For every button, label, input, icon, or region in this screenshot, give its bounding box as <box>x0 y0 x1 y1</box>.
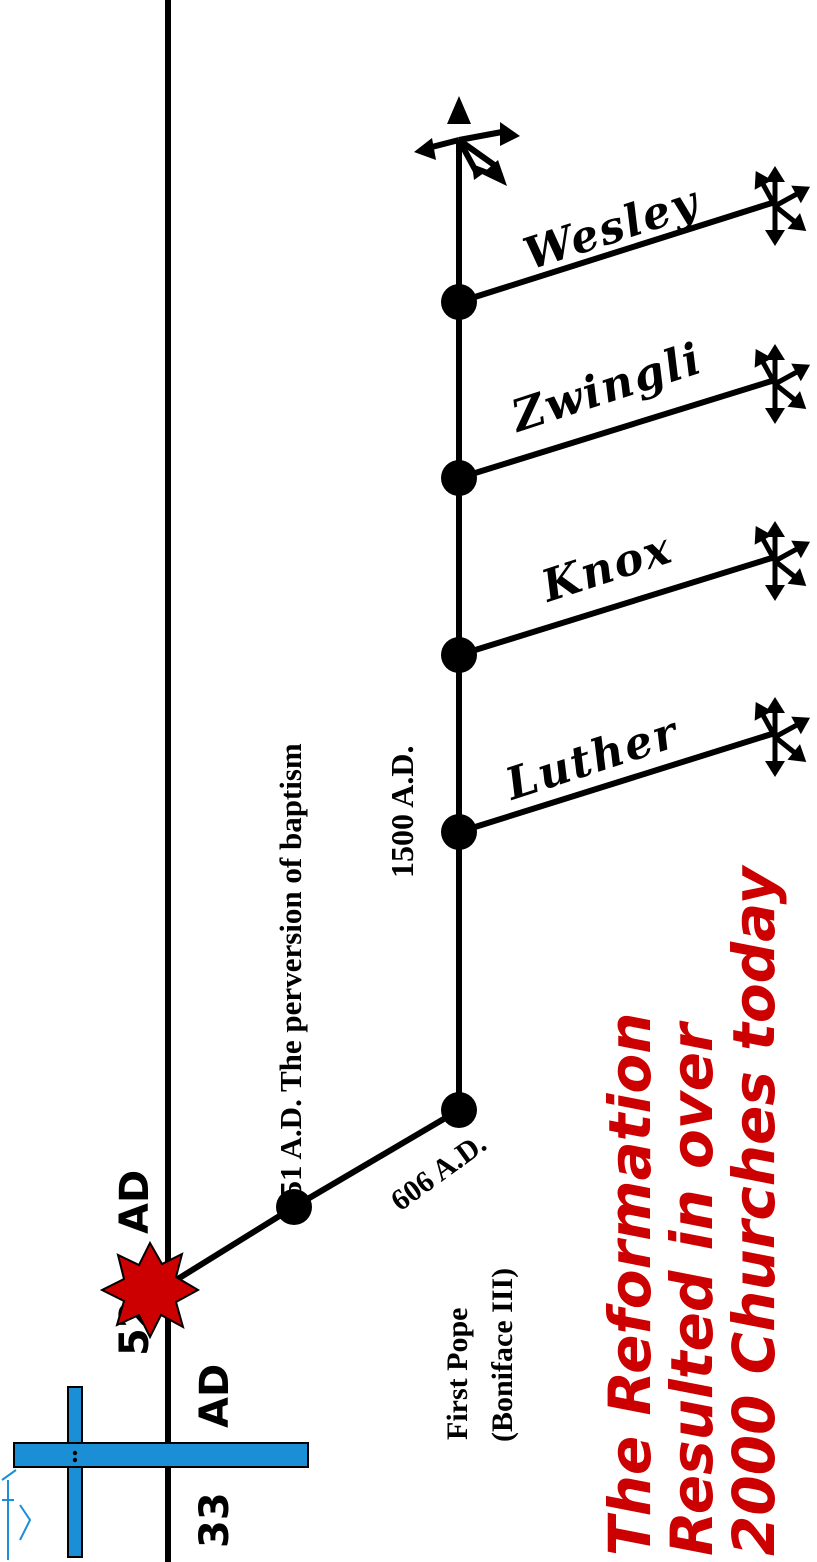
reformer-branches: Luther Knox Zwingli Wesley <box>441 166 811 850</box>
reformer-label: Zwingli <box>504 333 709 443</box>
burst-icon <box>99 1240 201 1340</box>
first-pope-label: First Pope <box>441 1308 474 1440</box>
branch-node <box>441 284 477 320</box>
branch-line <box>458 554 776 658</box>
branch-line <box>458 199 776 305</box>
node-606 <box>441 1092 477 1128</box>
first-pope-date: 606 A.D. <box>385 1127 493 1218</box>
ad-52-label: AD <box>112 1170 158 1234</box>
branch-node <box>441 637 477 673</box>
branch-arrows-icon <box>754 166 811 246</box>
reformer-label: Wesley <box>518 176 707 281</box>
branch-node <box>441 460 477 496</box>
branch-arrows-icon <box>754 344 811 424</box>
branch-arrows-icon <box>414 96 520 186</box>
ad-33-label: AD <box>192 1364 238 1428</box>
edge-decoration <box>1 1469 32 1560</box>
conclusion-line-1: The Reformation <box>596 1013 664 1557</box>
node-251 <box>276 1189 312 1225</box>
conclusion-line-2: Resulted in over <box>658 1020 726 1556</box>
branch-arrows-icon <box>754 521 811 601</box>
reformation-date: 1500 A.D. <box>384 746 420 878</box>
branch-line <box>458 730 776 835</box>
branch-line <box>458 377 776 481</box>
branch-arrows-icon <box>754 697 811 777</box>
branch-node <box>441 814 477 850</box>
first-pope-name: (Boniface III) <box>486 1268 519 1442</box>
conclusion-line-3: 2000 Churches today <box>720 864 788 1556</box>
cross-icon <box>13 1386 309 1558</box>
reformer-label: Knox <box>534 523 679 613</box>
perversion-label: 251 A.D. The perversion of baptism <box>273 743 308 1212</box>
reformer-label: Luther <box>498 707 686 812</box>
year-33-label: 33 <box>192 1492 238 1548</box>
